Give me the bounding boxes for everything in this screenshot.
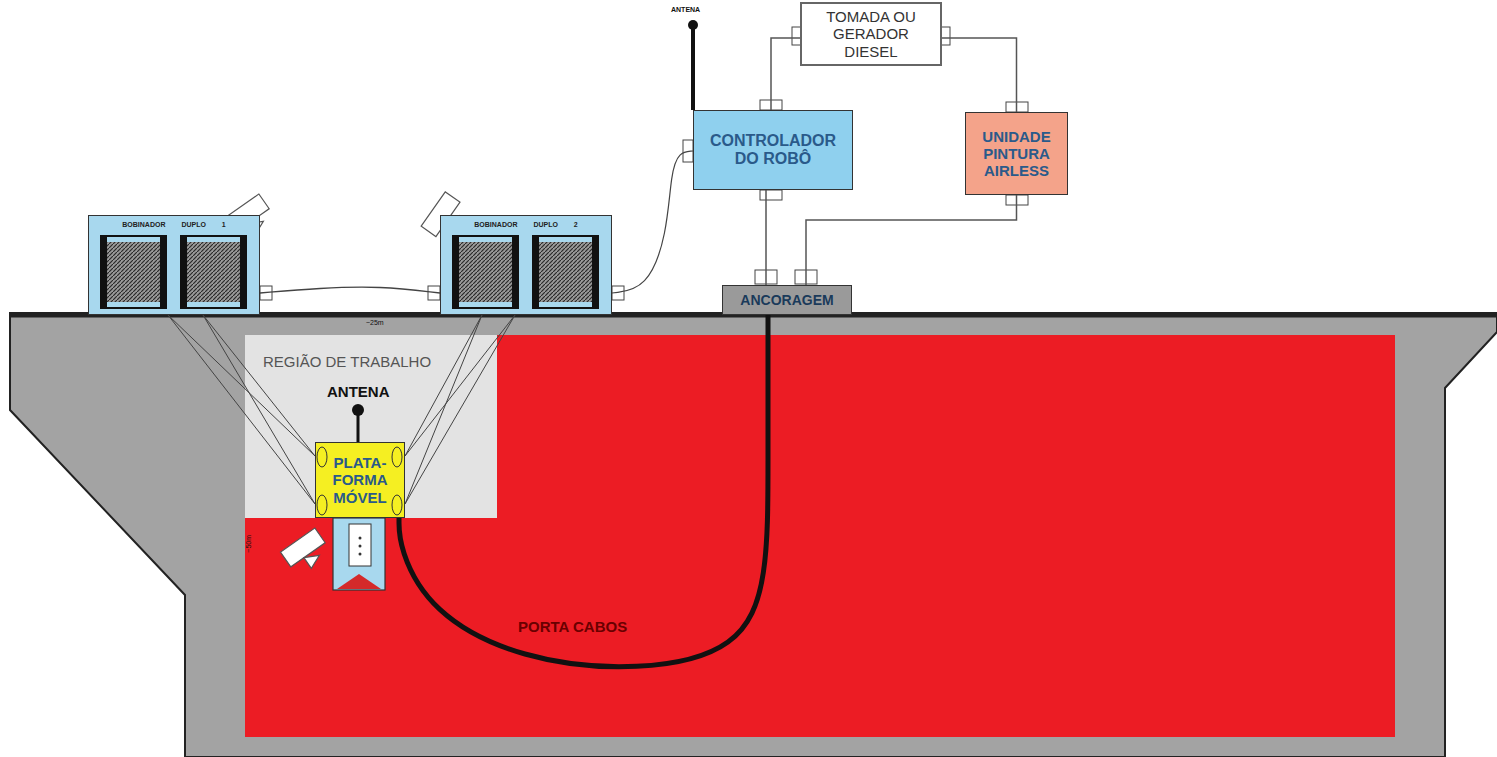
double-winder-box: BOBINADOR DUPLO 2	[440, 215, 612, 315]
node-text: REGIÃO DE TRABALHO	[263, 353, 431, 370]
node-text: UNIDADE PINTURA AIRLESS	[970, 128, 1063, 180]
tool-body	[333, 518, 385, 590]
tool-dot	[359, 545, 362, 548]
antenna-mast	[357, 412, 360, 442]
tool-window	[349, 524, 371, 566]
spool-rim	[453, 236, 518, 308]
spool-pair	[89, 216, 258, 313]
camera-lens	[304, 550, 323, 569]
painted-surface	[245, 335, 1395, 737]
antenna-mast	[691, 26, 695, 110]
pulley	[317, 495, 327, 515]
coil	[459, 242, 512, 302]
connector	[942, 38, 1017, 112]
spray-nozzle	[337, 574, 381, 589]
connector	[806, 195, 1017, 285]
camera	[280, 528, 332, 577]
pulley	[392, 447, 402, 467]
connector	[399, 315, 768, 667]
work-region	[245, 335, 497, 518]
pulley	[392, 495, 402, 515]
tool-dot	[359, 553, 362, 556]
pulley	[317, 447, 327, 467]
airless-unit-box: UNIDADE PINTURA AIRLESS	[965, 112, 1068, 195]
spool-rim	[101, 236, 166, 308]
anchorage-box: ANCORAGEM	[722, 285, 852, 315]
connector-ports	[260, 27, 1028, 300]
antenna-label: ANTENA	[327, 384, 390, 401]
connector-label: PORTA CABOS	[515, 618, 630, 637]
node-text: PLATA- FORMA MÓVEL	[328, 454, 392, 506]
node-text: BOBINADOR DUPLO 1	[122, 221, 225, 229]
node-text: CONTROLADOR DO ROBÔ	[708, 132, 838, 169]
connector	[260, 287, 440, 293]
spray-tool	[333, 518, 385, 590]
spool-rim	[533, 236, 598, 308]
double-winder-box: BOBINADOR DUPLO 1	[88, 215, 260, 315]
spool-rim	[181, 236, 246, 308]
port	[760, 190, 782, 200]
node-text: ANCORAGEM	[740, 292, 833, 308]
antenna-tip	[352, 404, 364, 416]
connector	[771, 38, 800, 110]
node-text: TOMADA OU GERADOR DIESEL	[812, 8, 930, 60]
antenna	[688, 20, 698, 110]
connector	[168, 315, 315, 504]
antenna	[352, 404, 364, 442]
spool-pair	[441, 216, 610, 313]
robot-controller-box: CONTROLADOR DO ROBÔ	[693, 110, 853, 190]
dock-structure	[10, 313, 1497, 757]
tool-dot	[359, 537, 362, 540]
camera-body	[280, 528, 325, 567]
connector	[405, 315, 515, 504]
dimension-label: ~25m	[366, 319, 384, 327]
power-source-box: TOMADA OU GERADOR DIESEL	[800, 2, 942, 66]
dimension-label: ~50m	[245, 535, 253, 553]
node-text: BOBINADOR DUPLO 2	[474, 221, 577, 229]
connector	[765, 190, 767, 285]
coil	[107, 242, 160, 302]
coil	[187, 242, 240, 302]
coil	[539, 242, 592, 302]
work-region: REGIÃO DE TRABALHO PLATA- FORMA MÓVEL	[245, 335, 497, 518]
antenna-label: ANTENA	[671, 6, 700, 14]
connector	[612, 151, 693, 293]
antenna-tip	[688, 20, 698, 30]
mobile-platform-box: PLATA- FORMA MÓVEL	[315, 442, 405, 518]
